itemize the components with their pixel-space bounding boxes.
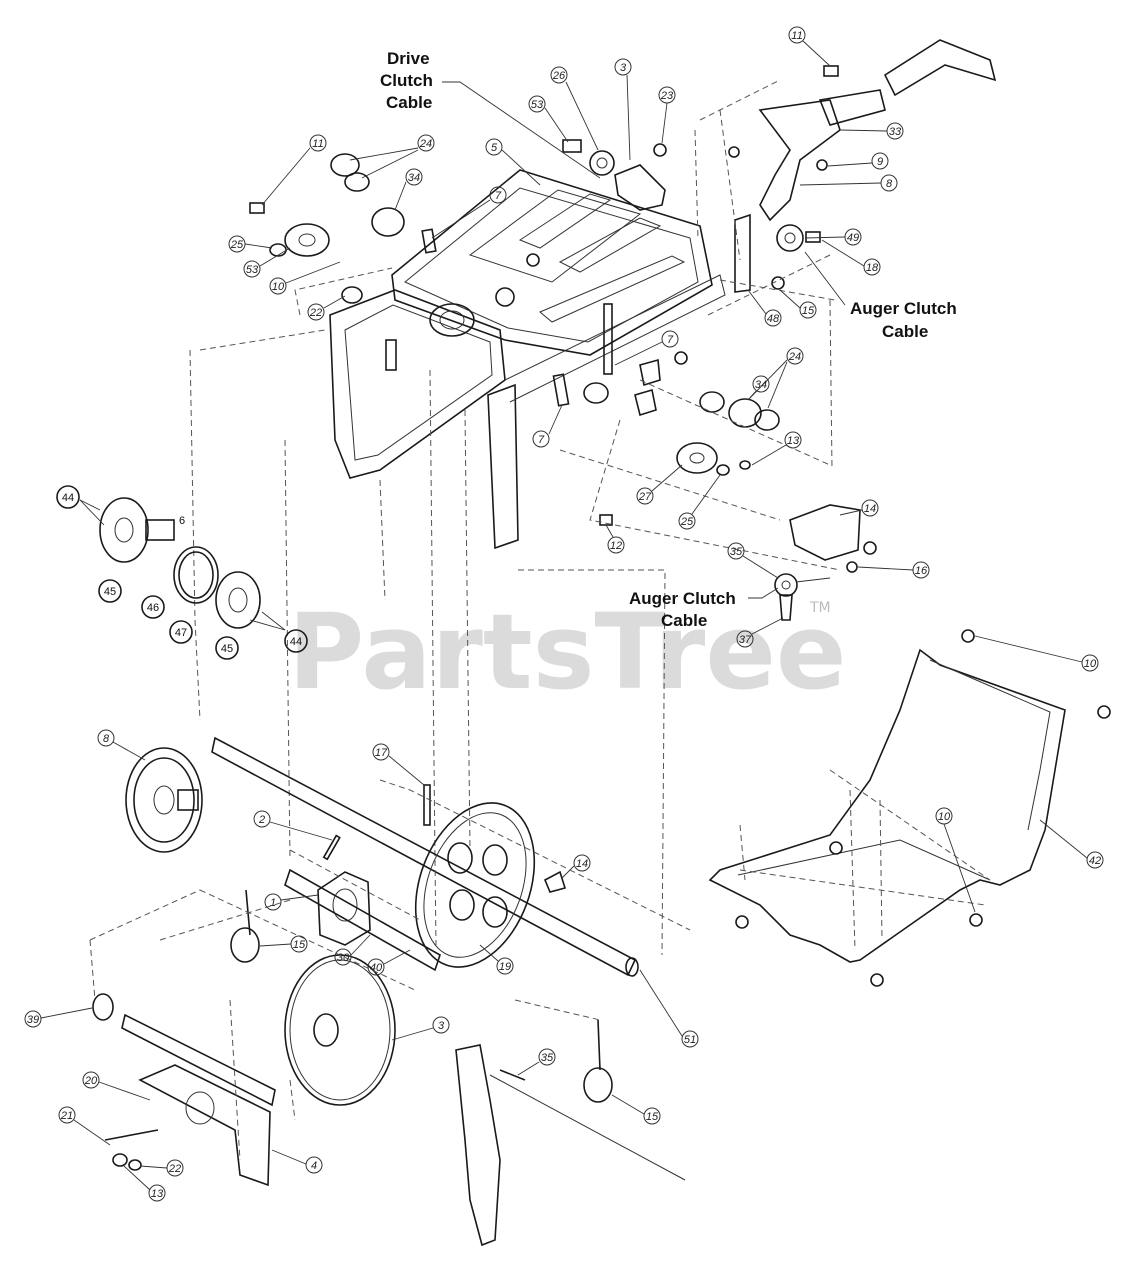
part-ref-number: 5 [491, 142, 498, 154]
part-ref-number: 4 [311, 1160, 317, 1172]
part-ref-number: 16 [915, 565, 928, 577]
upper-frame-assembly [249, 39, 997, 621]
part-ref-number: 45 [104, 586, 116, 598]
part-ref-number: 8 [886, 178, 893, 190]
part-ref-number: 11 [791, 30, 802, 42]
coupler-assembly [79, 497, 286, 631]
part-ref-number: 15 [646, 1111, 659, 1123]
part-ref-number: 24 [419, 138, 432, 150]
callout-label: Cable [386, 93, 432, 112]
part-ref-number: 39 [27, 1014, 39, 1026]
callout-label: Auger Clutch [629, 589, 736, 608]
part-ref-number: 27 [638, 491, 652, 503]
part-ref-number: 48 [767, 313, 780, 325]
part-ref-number: 14 [864, 503, 876, 515]
part-ref-number: 34 [755, 379, 767, 391]
part-ref-number: 11 [312, 138, 323, 150]
part-ref-number: 44 [290, 636, 302, 648]
lower-dashed-guides [89, 779, 691, 1161]
callout-label: Auger Clutch [850, 299, 957, 318]
part-ref-number: 53 [531, 99, 544, 111]
part-ref-number: 35 [541, 1052, 554, 1064]
part-ref-number: 51 [684, 1034, 696, 1046]
part-ref-number: 7 [538, 434, 545, 446]
part-ref-number: 40 [370, 962, 383, 974]
part-ref-number: 3 [620, 62, 627, 74]
bottom-shield [708, 629, 1111, 987]
part-ref-number: 42 [1089, 855, 1101, 867]
part-ref-number: 47 [175, 627, 187, 639]
part-ref-number: 1 [270, 897, 276, 909]
part-ref-number: 24 [788, 351, 801, 363]
part-ref-number: 30 [337, 952, 350, 964]
part-ref-number: 7 [667, 334, 674, 346]
part-ref-number: 35 [730, 546, 743, 558]
part-ref-number: 34 [408, 172, 420, 184]
part-ref-number: 26 [552, 70, 566, 82]
lower-ref-numbers: 8 17 2 1 14 15 30 40 19 39 20 21 22 13 3… [24, 635, 1104, 1202]
part-ref-number: 44 [62, 492, 74, 504]
callout-auger-clutch-cable-lower: Auger Clutch Cable [629, 587, 779, 630]
part-ref-number: 10 [1084, 658, 1097, 670]
part-ref-number: 13 [151, 1188, 164, 1200]
part-ref-number: 15 [802, 305, 815, 317]
part-ref-number: 10 [938, 811, 951, 823]
part-ref-number: 2 [258, 814, 265, 826]
watermark-trademark: TM [809, 600, 831, 616]
part-ref-number: 14 [576, 858, 588, 870]
upper-dashed-guides [189, 79, 841, 956]
part-ref-number: 37 [739, 634, 752, 646]
part-ref-number: 25 [230, 239, 244, 251]
part-ref-number: 10 [272, 281, 285, 293]
upper-ref-numbers: 11 24 34 7 25 53 10 22 5 53 26 3 23 11 3… [228, 26, 930, 648]
part-ref-number: 20 [84, 1075, 98, 1087]
part-ref-number: 33 [889, 126, 902, 138]
lower-drive-assembly [92, 736, 686, 1247]
part-ref-number: 49 [847, 232, 859, 244]
part-ref-number: 9 [877, 156, 883, 168]
part-ref-number: 22 [309, 307, 322, 319]
part-ref-number: 18 [866, 262, 879, 274]
callout-label: Drive [387, 49, 430, 68]
part-ref-number: 23 [660, 90, 674, 102]
part-ref-number: 3 [438, 1020, 445, 1032]
part-ref-number: 8 [103, 733, 110, 745]
watermark: PartsTree [288, 591, 846, 713]
part-ref-number: 46 [147, 602, 159, 614]
part-ref-number: 7 [495, 190, 502, 202]
part-ref-number: 22 [168, 1163, 181, 1175]
callout-label: Cable [882, 322, 928, 341]
part-ref-number: 25 [680, 516, 694, 528]
part-ref-number: 53 [246, 264, 259, 276]
callout-drive-clutch-cable: Drive Clutch Cable [380, 49, 601, 179]
part-ref-number: 12 [610, 540, 622, 552]
part-ref-number: 45 [221, 643, 233, 655]
part-ref-number: 15 [293, 939, 306, 951]
part-ref-number: 21 [60, 1110, 73, 1122]
part-ref-number: 19 [499, 961, 511, 973]
callout-label: Cable [661, 611, 707, 630]
callout-label: Clutch [380, 71, 433, 90]
part-ref-number: 6 [179, 515, 185, 527]
part-ref-number: 13 [787, 435, 800, 447]
coupler-ref-numbers: 44 45 46 47 45 44 6 [56, 485, 308, 660]
callout-auger-clutch-cable-upper: Auger Clutch Cable [804, 251, 957, 341]
part-ref-number: 17 [375, 747, 388, 759]
